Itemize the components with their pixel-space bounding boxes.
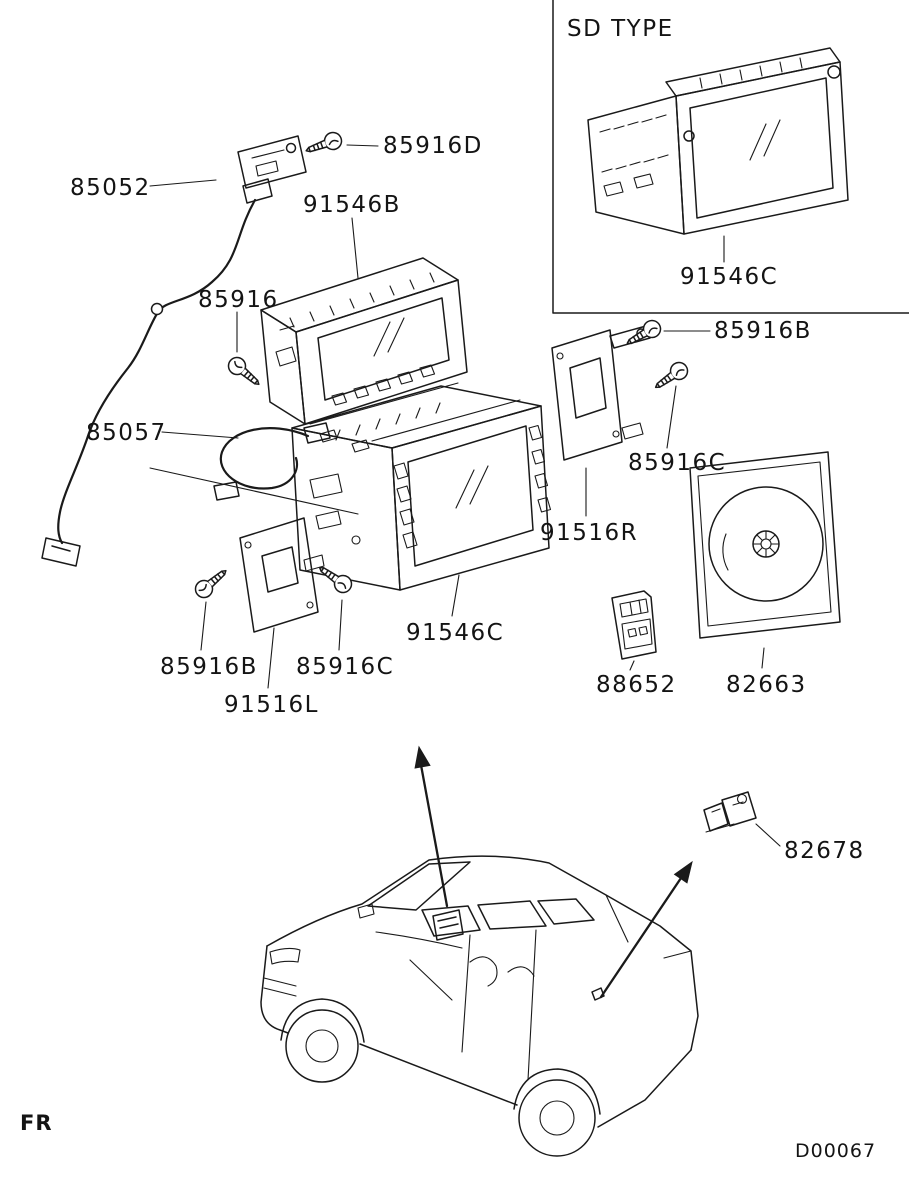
label-82678: 82678 xyxy=(784,838,865,864)
arrowhead-switch xyxy=(673,860,693,884)
label-91516r: 91516R xyxy=(540,520,638,546)
inset-border xyxy=(552,0,909,314)
switch-82678-drawing xyxy=(703,791,757,833)
bracket-right-drawing xyxy=(551,325,651,461)
leader-85916d xyxy=(346,144,379,147)
label-85916c-top: 85916C xyxy=(628,450,726,476)
label-85916c-bottom: 85916C xyxy=(296,654,394,680)
inset-knob-left xyxy=(683,130,695,142)
connection-line xyxy=(149,467,359,515)
leader-85916c-bottom xyxy=(338,599,343,651)
leader-91516l xyxy=(267,627,275,689)
fr-arrow-icon xyxy=(16,1133,52,1166)
windshield xyxy=(367,861,471,911)
label-91546c-main: 91546C xyxy=(406,620,504,646)
label-diagram-code: D00067 xyxy=(795,1140,876,1162)
screw-85916b-bottom-drawing xyxy=(191,563,233,602)
label-85052: 85052 xyxy=(70,175,151,201)
vehicle-drawing xyxy=(260,855,699,1157)
antenna-cable-85057-drawing xyxy=(213,422,331,501)
harness-bracket-hole xyxy=(285,142,297,154)
leader-82678 xyxy=(755,823,781,847)
leader-85916b-bottom xyxy=(200,601,207,651)
arrowhead-radio xyxy=(414,745,431,769)
front-direction-indicator: FR xyxy=(16,1111,53,1166)
leader-85052 xyxy=(149,179,217,187)
label-fr: FR xyxy=(20,1111,53,1135)
label-85916: 85916 xyxy=(198,287,279,313)
leader-91546b xyxy=(351,217,359,279)
label-88652: 88652 xyxy=(596,672,677,698)
inset-head-unit-drawing xyxy=(587,47,849,235)
label-85916d: 85916D xyxy=(383,133,483,159)
pointer-arrow-switch xyxy=(599,860,693,999)
cd-disc xyxy=(708,486,824,602)
sd-card-drawing xyxy=(611,590,657,660)
inset-knob-right xyxy=(827,65,841,79)
bezel-91546b-drawing xyxy=(260,257,468,425)
screw-85916-drawing xyxy=(224,353,266,392)
label-91516l: 91516L xyxy=(224,692,319,718)
leader-82663 xyxy=(761,647,765,669)
side-windows xyxy=(421,898,595,937)
label-inset-91546c: 91546C xyxy=(680,264,778,290)
front-wheel xyxy=(285,1009,359,1083)
switch-location-mark xyxy=(591,987,605,1001)
harness-grommet xyxy=(150,302,164,316)
main-unit-drawing xyxy=(291,382,552,591)
leader-85057 xyxy=(161,431,239,439)
radio-location-box xyxy=(432,909,464,941)
pointer-arrow-radio xyxy=(414,745,449,908)
mirror xyxy=(357,903,375,919)
label-85916b-top: 85916B xyxy=(714,318,812,344)
screw-85916d-drawing xyxy=(302,129,345,160)
screw-85916c-top-drawing xyxy=(650,358,692,396)
label-85916b-bottom: 85916B xyxy=(160,654,258,680)
cd-case-drawing xyxy=(689,451,841,639)
screw-85916b-top-drawing xyxy=(622,316,665,352)
screw-85916c-bottom-drawing xyxy=(314,559,356,597)
leader-85916c-top xyxy=(666,385,677,449)
leader-88652 xyxy=(629,660,635,671)
rear-wheel xyxy=(518,1079,596,1157)
harness-end-connector xyxy=(41,537,81,567)
harness-85052-drawing xyxy=(41,135,307,567)
label-85057: 85057 xyxy=(86,420,167,446)
sd-type-inset: SD TYPE 91546C xyxy=(552,0,909,314)
harness-cable xyxy=(57,198,257,545)
leader-91546c-main xyxy=(451,574,460,617)
inset-title: SD TYPE xyxy=(567,16,674,42)
bracket-left-drawing xyxy=(239,517,325,633)
label-82663: 82663 xyxy=(726,672,807,698)
label-91546b: 91546B xyxy=(303,192,401,218)
